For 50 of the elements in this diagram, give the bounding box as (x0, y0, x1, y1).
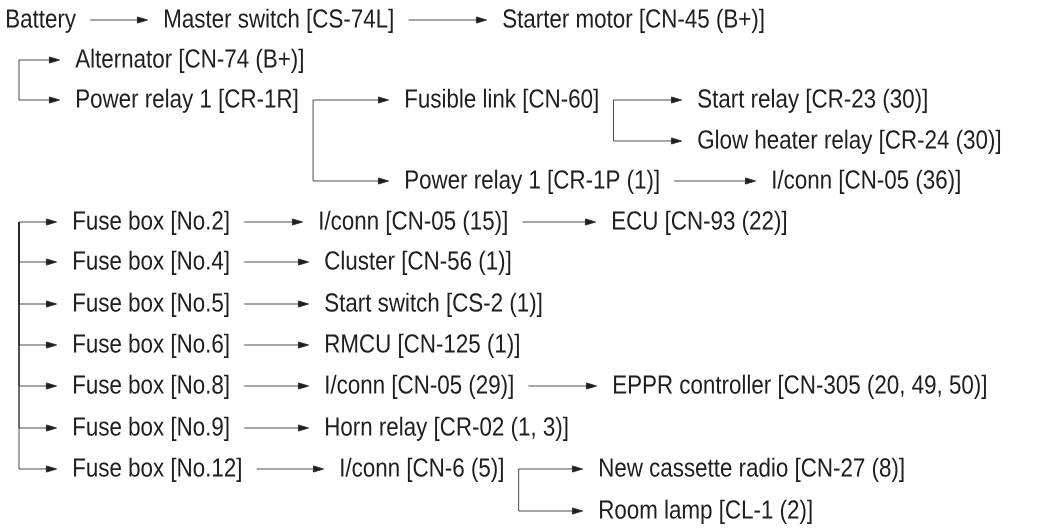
component-label: Fusible link [CN-60] (406, 88, 598, 113)
component-label: Start relay [CR-23 (30)] (698, 88, 927, 113)
component-label: I/conn [CN-05 (36)] (773, 169, 960, 194)
component-label: Start switch [CS-2 (1)] (325, 292, 542, 317)
component-label: Alternator [CN-74 (B+)] (75, 48, 303, 73)
component-label: Fuse box [No.9] (74, 416, 229, 441)
connector-arrow (674, 177, 756, 185)
connector-arrow (408, 16, 487, 24)
connector-arrow (243, 218, 303, 226)
component-label: Power relay 1 [CR-1R] (77, 88, 298, 113)
component-label: Room lamp [CL-1 (2)] (600, 499, 812, 524)
component-label: Master switch [CS-74L] (165, 8, 393, 33)
connector-arrow (89, 16, 148, 24)
connector-arrow (613, 99, 682, 145)
connector-arrow (18, 56, 60, 64)
component-label: Battery (7, 9, 76, 33)
connector-arrow (18, 221, 57, 473)
component-label: Fuse box [No.12] (74, 457, 241, 482)
connector-arrow (243, 300, 309, 308)
component-label: I/conn [CN-6 (5)] (341, 457, 503, 482)
component-label: RMCU [CN-125 (1)] (326, 333, 519, 358)
connector-arrow (518, 465, 583, 473)
connector-arrow (613, 96, 682, 104)
connector-arrow (522, 218, 596, 226)
connector-arrow (18, 59, 60, 104)
connector-arrow (243, 424, 309, 432)
component-label: New cassette radio [CN-27 (8)] (600, 457, 904, 482)
connector-arrow (312, 99, 389, 185)
component-label: Power relay 1 [CR-1P (1)] (406, 169, 659, 194)
component-label: Fuse box [No.2] (74, 210, 229, 235)
component-label: Cluster [CN-56 (1)] (325, 250, 511, 275)
connector-arrow (243, 258, 309, 266)
connector-arrow (528, 382, 597, 390)
component-label: Fuse box [No.6] (74, 333, 229, 358)
component-label: Glow heater relay [CR-24 (30)] (698, 129, 1001, 154)
component-label: Fuse box [No.8] (74, 374, 229, 399)
component-label: Fuse box [No.4] (74, 250, 229, 275)
connector-arrow (256, 465, 324, 473)
component-label: ECU [CN-93 (22)] (613, 210, 786, 235)
component-label: I/conn [CN-05 (29)] (326, 374, 513, 399)
connector-arrow (243, 341, 309, 349)
connector-arrow (18, 218, 57, 226)
component-label: Starter motor [CN-45 (B+)] (503, 8, 764, 33)
component-label: Horn relay [CR-02 (1, 3)] (326, 416, 568, 441)
connector-arrow (518, 468, 583, 515)
component-label: I/conn [CN-05 (15)] (320, 210, 507, 235)
connector-arrow (312, 96, 389, 104)
component-label: Fuse box [No.5] (74, 292, 229, 317)
component-label: EPPR controller [CN-305 (20, 49, 50)] (614, 374, 986, 399)
connector-arrow (243, 382, 309, 390)
